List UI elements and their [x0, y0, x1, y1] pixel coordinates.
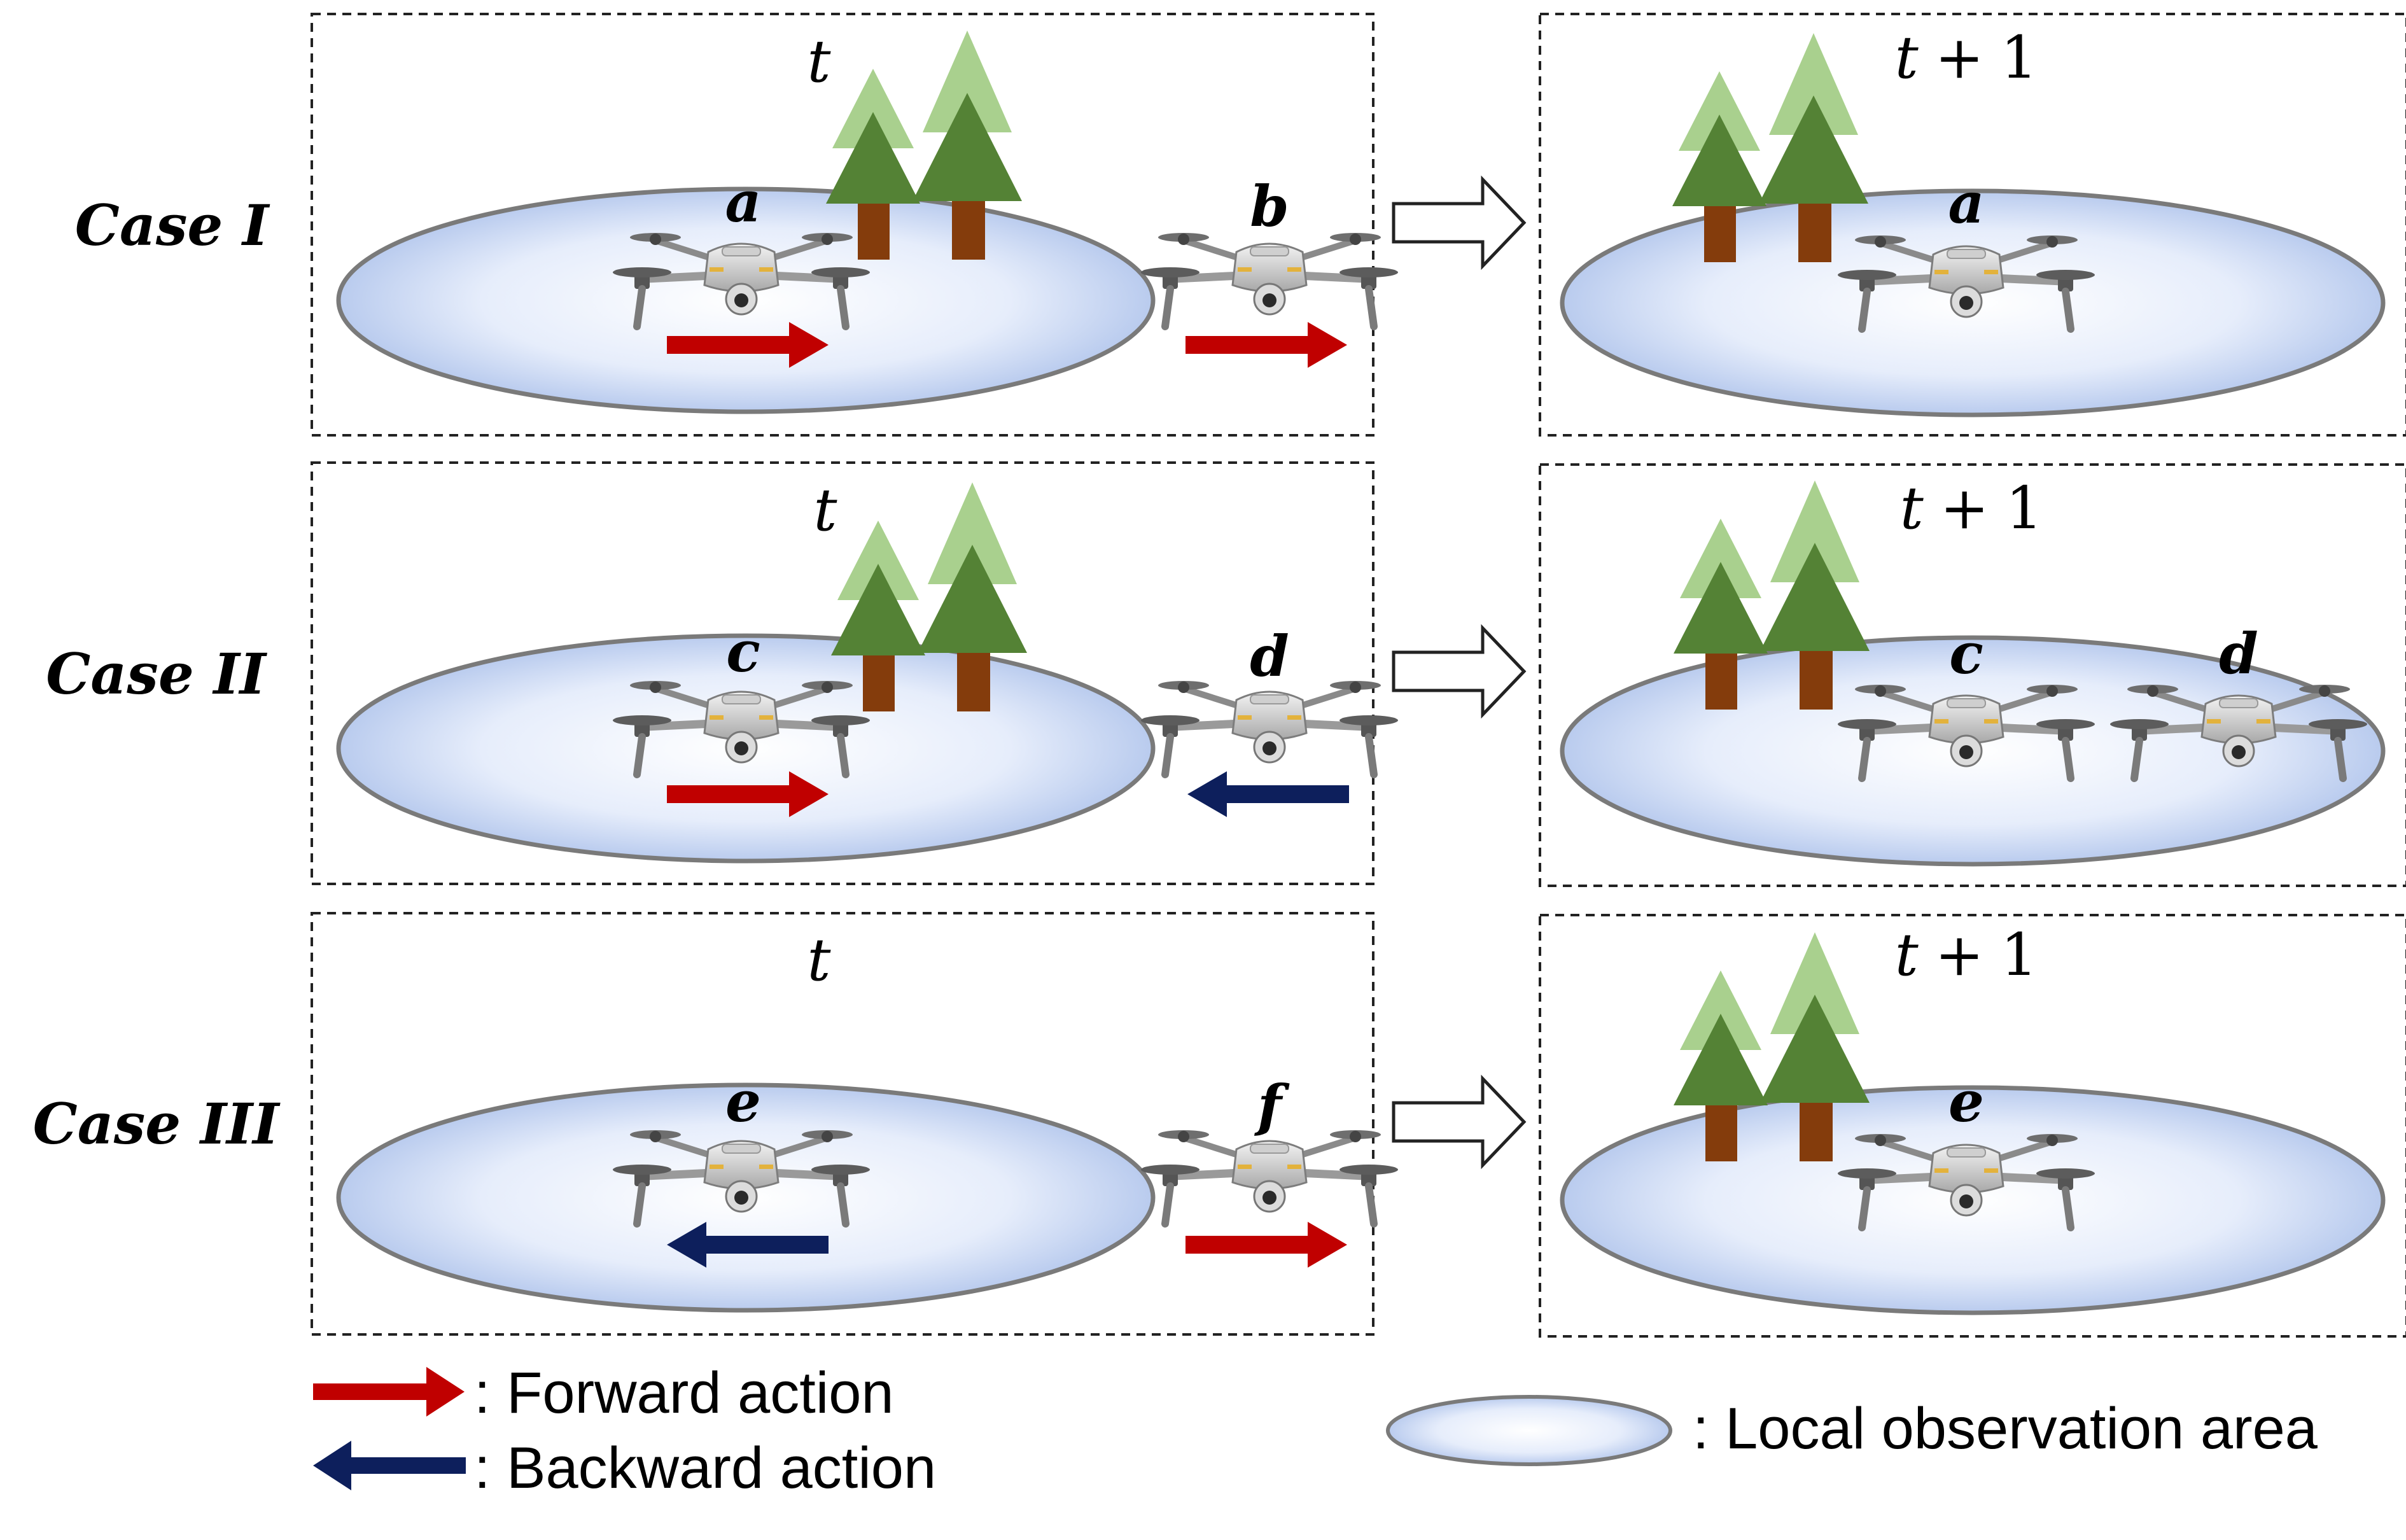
backward-action-arrow [1187, 771, 1349, 817]
time-label-before: t [808, 926, 832, 994]
legend-backward-label: : Backward action [474, 1436, 936, 1501]
case-label: Case II [46, 641, 267, 707]
panel-case2-before [311, 461, 1374, 885]
time-label-after: t+1 [1895, 921, 2038, 989]
forward-action-arrow [667, 771, 829, 817]
case-label: Case I [75, 192, 270, 258]
transition-arrow-icon [1392, 624, 1527, 719]
transition-arrow-icon [1392, 175, 1527, 270]
quadcopter-drone-icon [1141, 1130, 1398, 1224]
legend-area-label: : Local observation area [1693, 1396, 2318, 1461]
drone-label: b [1250, 173, 1289, 239]
drone-label: c [726, 619, 760, 685]
quadcopter-drone-icon [1141, 681, 1398, 774]
drone-label: e [1948, 1068, 1984, 1135]
forward-action-arrow [667, 322, 829, 368]
panel-case1-after [1539, 13, 2406, 437]
legend-backward-arrow [313, 1441, 466, 1490]
legend-forward-label: : Forward action [474, 1361, 894, 1425]
time-label-after: t+1 [1895, 24, 2038, 92]
drone-label: f [1254, 1072, 1290, 1138]
panel-case3-before [311, 912, 1374, 1336]
panel-case2-after [1539, 463, 2406, 887]
backward-action-arrow [667, 1222, 829, 1268]
quadcopter-drone-icon [1141, 233, 1398, 326]
panel-case1-before [311, 13, 1374, 437]
time-label-after: t+1 [1900, 474, 2043, 542]
drone-label: d [1250, 623, 1289, 689]
drone-label: c [1949, 620, 1983, 687]
time-label-before: t [814, 476, 838, 544]
drone-label: d [2219, 620, 2258, 687]
drone-label: a [725, 169, 761, 235]
legend-observation-area [1386, 1395, 1672, 1466]
drone-label: a [1948, 170, 1984, 236]
legend-forward-arrow [313, 1367, 465, 1417]
drone-label: e [725, 1068, 761, 1135]
forward-action-arrow [1186, 322, 1347, 368]
panel-case3-after [1539, 914, 2406, 1338]
case-label: Case III [33, 1091, 281, 1157]
time-label-before: t [808, 27, 832, 95]
transition-arrow-icon [1392, 1074, 1527, 1170]
forward-action-arrow [1186, 1222, 1347, 1268]
